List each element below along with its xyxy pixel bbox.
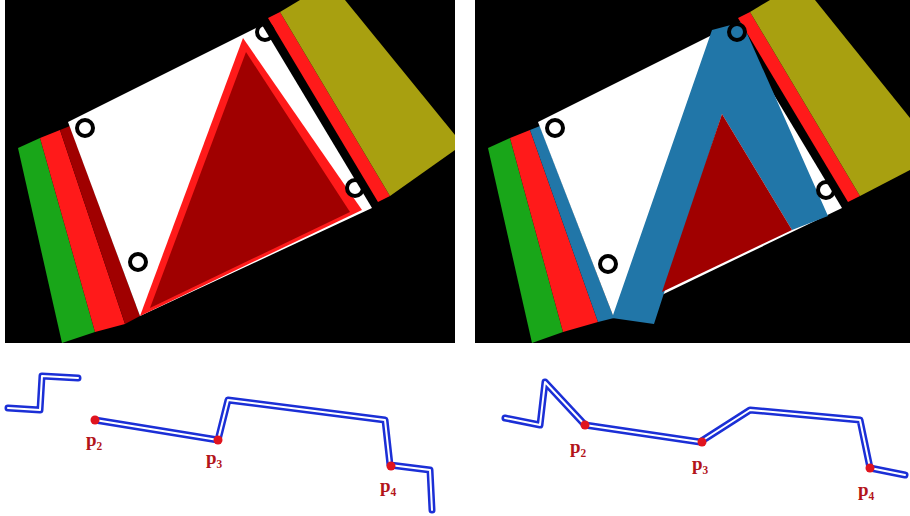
point-label: p₄ — [380, 476, 396, 495]
right-scene — [475, 0, 910, 343]
point-label: p₂ — [570, 437, 586, 456]
right-contour — [505, 382, 905, 475]
left-scene — [5, 0, 455, 343]
point-label: p₃ — [206, 448, 222, 467]
left-points — [91, 416, 396, 471]
left-contour — [8, 376, 432, 510]
point-label: p₂ — [86, 430, 102, 449]
right-points — [581, 421, 875, 473]
point-label: p₄ — [858, 480, 874, 499]
point-label: p₃ — [692, 454, 708, 473]
